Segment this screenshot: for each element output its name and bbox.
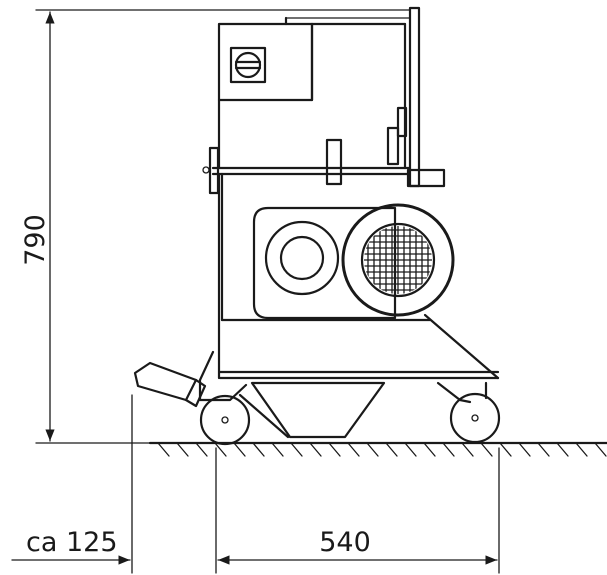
hatch-stroke (461, 442, 474, 457)
fan-inner-ring (360, 222, 436, 298)
machine (133, 6, 501, 446)
hatch-stroke (366, 442, 379, 457)
overhang-dimension-label: ca 125 (26, 527, 118, 558)
hatch-stroke (290, 442, 303, 457)
rear-wheel (198, 350, 251, 446)
handle-clamp (406, 168, 446, 188)
hatch-stroke (423, 442, 436, 457)
rail-clamp (325, 138, 343, 186)
hatch-stroke (404, 442, 417, 457)
hatch-stroke (556, 442, 569, 457)
hatch-stroke (252, 442, 265, 457)
fan-guard (341, 203, 455, 317)
handle-bar (408, 6, 421, 188)
ground-hatching (157, 442, 607, 457)
motor-housing (252, 206, 397, 320)
hatch-stroke (480, 442, 493, 457)
hatch-stroke (347, 442, 360, 457)
suction-nozzle (133, 361, 207, 408)
motor-casing (252, 206, 397, 320)
hopper (250, 381, 386, 439)
switch-plate (229, 46, 267, 84)
fan-outer-ring (341, 203, 455, 317)
width-dimension: 540 ca 125 (11, 394, 500, 574)
front-wheel-tire (449, 392, 501, 444)
hatch-stroke (176, 442, 189, 457)
switch-knob (234, 51, 262, 79)
hatch-stroke (309, 442, 322, 457)
front-wheel (436, 381, 501, 444)
rotary-switch (229, 46, 267, 84)
side-clamp (208, 146, 220, 195)
rear-wheel-tire (199, 394, 251, 446)
hatch-stroke (499, 442, 512, 457)
hatch-stroke (195, 442, 208, 457)
hatch-stroke (537, 442, 550, 457)
height-dimension-label: 790 (20, 214, 51, 266)
hatch-stroke (442, 442, 455, 457)
hatch-stroke (594, 442, 607, 457)
hatch-stroke (271, 442, 284, 457)
hatch-stroke (214, 442, 227, 457)
pump-cover-inner (279, 235, 325, 281)
hatch-stroke (385, 442, 398, 457)
hatch-stroke (518, 442, 531, 457)
front-strut (423, 313, 500, 380)
ground-line (148, 441, 607, 457)
hatch-stroke (328, 442, 341, 457)
pump-cover-outer (264, 220, 340, 296)
push-handle (406, 6, 446, 188)
nozzle-body (133, 361, 198, 402)
hatch-stroke (233, 442, 246, 457)
height-dimension: 790 (20, 9, 411, 444)
width-dimension-label: 540 (319, 527, 371, 558)
hatch-stroke (575, 442, 588, 457)
hatch-stroke (157, 442, 170, 457)
